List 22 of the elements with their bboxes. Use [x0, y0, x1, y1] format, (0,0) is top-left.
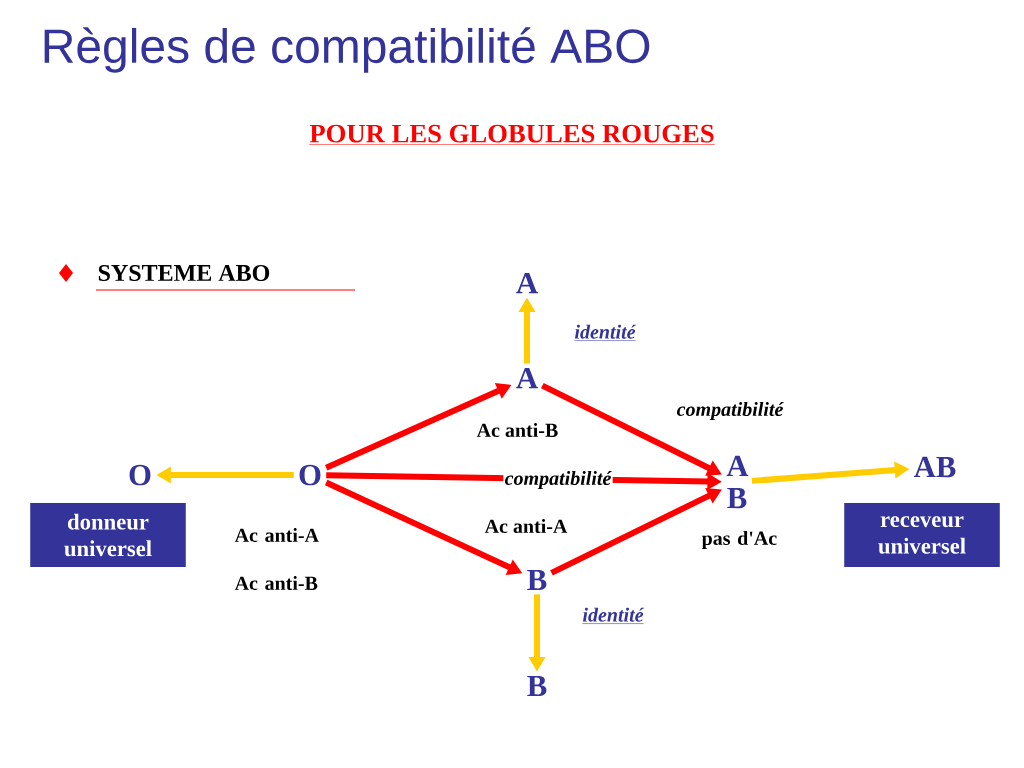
edge-label: compatibilité [503, 469, 613, 491]
subtitle: POUR LES GLOBULES ROUGES [309, 124, 715, 145]
blood-group-letter: B [527, 569, 547, 591]
section-heading: SYSTEME ABO [98, 264, 270, 282]
antibody-note: Ac anti-B [476, 423, 558, 438]
edge-label: compatibilité [675, 400, 785, 422]
blood-group-letter: O [299, 464, 321, 486]
blood-group-letter: AB [914, 456, 956, 478]
edge-label: identité [581, 606, 645, 626]
blood-group-letter: A [516, 272, 538, 294]
edge-label: identité [573, 323, 637, 343]
blood-group-letter: A B [726, 455, 749, 509]
antibody-note: Ac anti-B [234, 576, 318, 591]
title: Règles de compatibilité ABO [44, 27, 650, 73]
label-box: donneur universel [30, 503, 186, 567]
label-box: receveur universel [844, 503, 1000, 567]
antibody-note: Ac anti-A [484, 519, 568, 534]
blood-group-letter: A [516, 367, 538, 389]
antibody-note: pas d'Ac [701, 530, 777, 550]
blood-group-letter: B [527, 675, 547, 697]
antibody-note: Ac anti-A [234, 528, 319, 543]
blood-group-letter: O [129, 464, 151, 486]
